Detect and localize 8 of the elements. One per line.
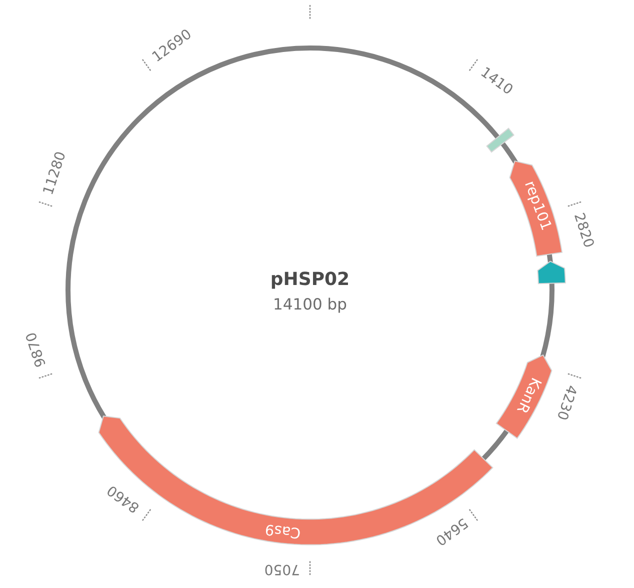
position-label: 4230 [555, 384, 578, 422]
plasmid-name: pHSP02 [270, 269, 350, 291]
plasmid-size: 14100 bp [273, 296, 347, 314]
feature-label: Cas9 [264, 520, 302, 541]
position-label: 7050 [264, 562, 300, 574]
position-label: 11280 [42, 150, 68, 196]
position-label: 2820 [572, 212, 595, 250]
position-label: 9870 [25, 330, 48, 368]
